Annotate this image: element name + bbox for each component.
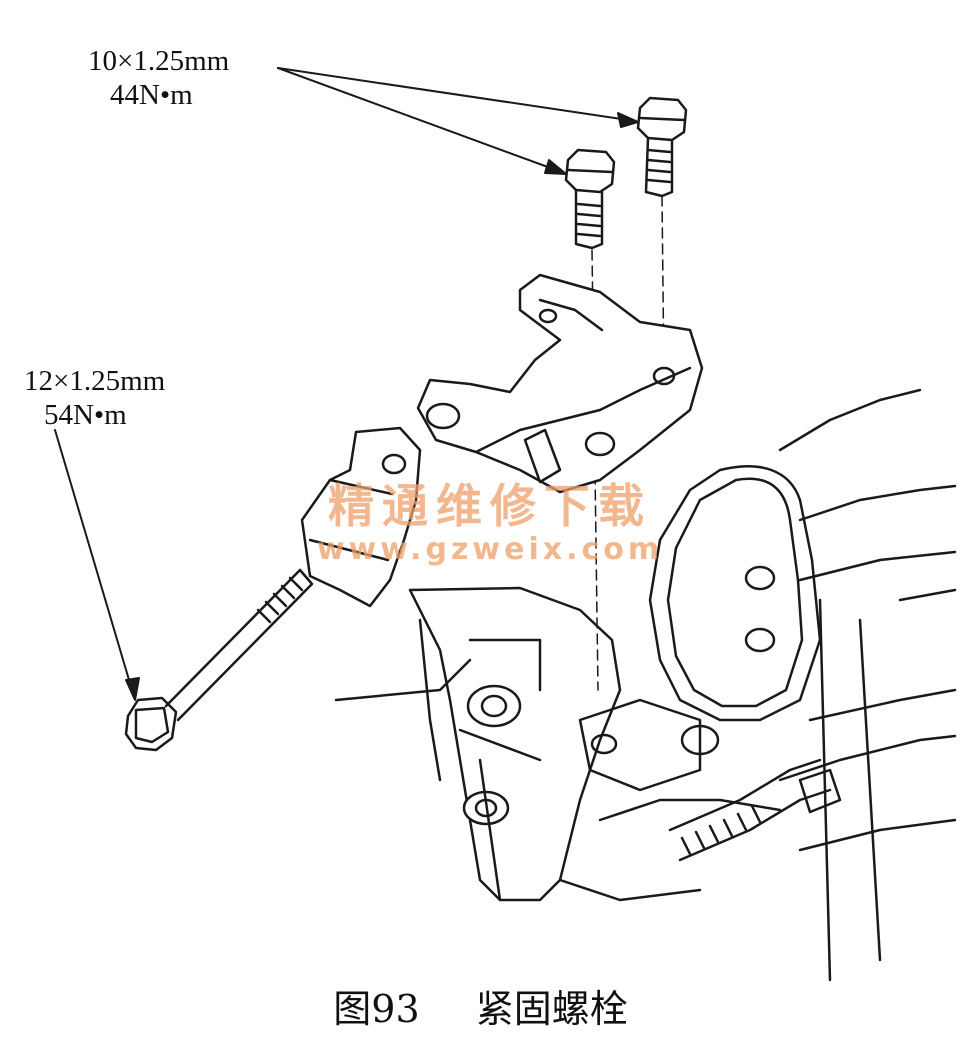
upper-bolt-right xyxy=(636,96,688,198)
through-bolt-spec: 12×1.25mm 54N•m xyxy=(24,364,165,432)
through-bolt-size: 12×1.25mm xyxy=(24,365,166,397)
upper-bolt-left xyxy=(564,148,616,250)
figure-title: 紧固螺栓 xyxy=(475,987,628,1031)
subframe xyxy=(334,618,782,902)
upper-bolt-torque: 44N•m xyxy=(110,79,193,111)
through-bolt-torque: 54N•m xyxy=(44,399,127,431)
figure-number: 图93 xyxy=(333,987,420,1031)
hoses xyxy=(668,758,842,862)
figure-caption: 图93 紧固螺栓 xyxy=(0,978,961,1033)
frame-rails xyxy=(778,388,957,982)
leader-lines xyxy=(54,67,639,701)
upper-bolt-size: 10×1.25mm xyxy=(88,45,230,77)
rubber-mount-block xyxy=(300,426,422,608)
transmission-bracket xyxy=(408,586,622,902)
mount-bracket xyxy=(416,273,704,494)
through-bolt xyxy=(124,568,314,752)
transmission-case xyxy=(578,465,822,792)
upper-bolt-spec: 10×1.25mm 44N•m xyxy=(88,44,229,112)
